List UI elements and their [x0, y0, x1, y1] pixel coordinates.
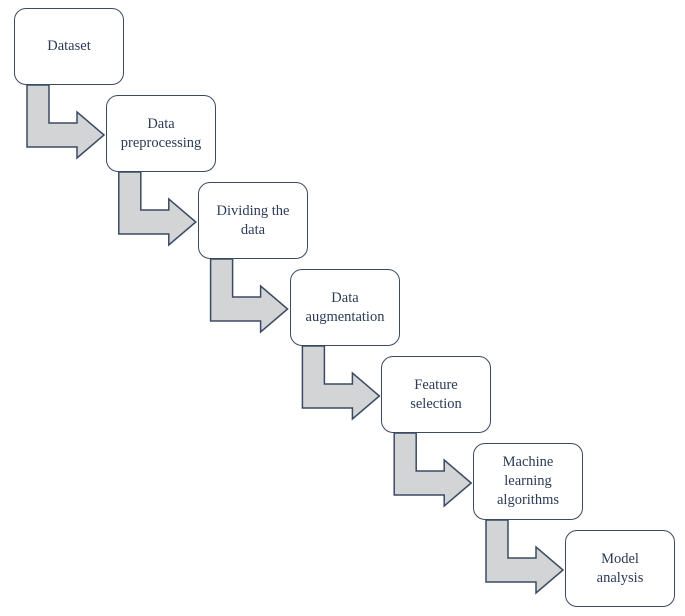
step-label: Machine learning algorithms — [496, 454, 560, 508]
bent-arrow-1 — [26, 84, 106, 160]
step-feature-selection: Feature selection — [381, 356, 491, 433]
step-label: Data preprocessing — [120, 115, 202, 151]
step-label: Data augmentation — [305, 289, 385, 325]
step-data-augmentation: Data augmentation — [290, 269, 400, 346]
bent-arrow-4 — [301, 345, 381, 421]
step-machine-learning-algorithms: Machine learning algorithms — [473, 443, 583, 520]
step-data-preprocessing: Data preprocessing — [106, 95, 216, 172]
step-label: Dataset — [47, 38, 91, 54]
bent-arrow-2 — [118, 171, 197, 247]
step-model-analysis: Model analysis — [565, 530, 675, 607]
step-label: Dividing the data — [216, 202, 290, 238]
bent-arrow-3 — [209, 258, 289, 334]
bent-arrow-6 — [485, 519, 565, 595]
step-dataset: Dataset — [14, 8, 124, 85]
step-label: Feature selection — [410, 376, 462, 412]
step-dividing-the-data: Dividing the data — [198, 182, 308, 259]
bent-arrow-5 — [393, 432, 473, 508]
step-label: Model analysis — [596, 550, 644, 586]
